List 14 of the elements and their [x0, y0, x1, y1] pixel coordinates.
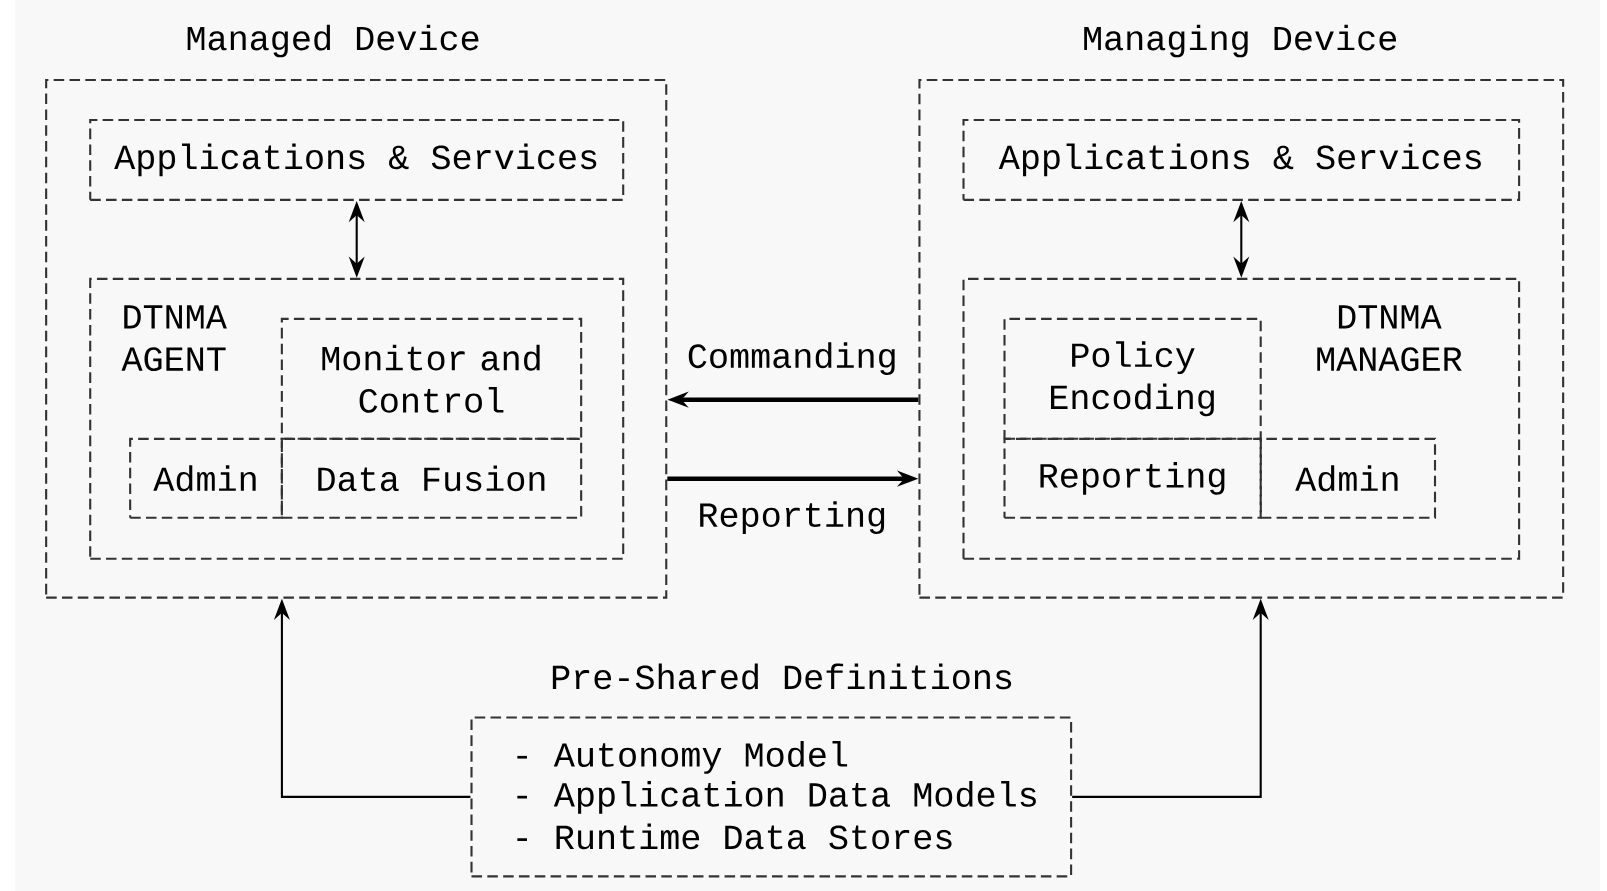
- edge-label: Commanding: [683, 338, 902, 379]
- module-box: Monitor and Control: [280, 317, 583, 440]
- module-box: Admin: [129, 437, 283, 519]
- node-label: Managed Device: [187, 24, 479, 58]
- node-label: Managing Device: [1084, 24, 1397, 58]
- module-box: Reporting: [1003, 437, 1262, 519]
- module-box: Data Fusion: [280, 437, 583, 519]
- node-label: Pre-Shared Definitions: [552, 663, 1012, 690]
- layer-box: Applications & Services: [962, 118, 1521, 201]
- module-box: Policy Encoding: [1003, 317, 1262, 440]
- module-box: Admin: [1259, 437, 1437, 519]
- edge-label: Reporting: [693, 497, 891, 538]
- layer-box: Applications & Services: [89, 118, 625, 201]
- definitions-box: Pre-Shared Definitions - Autonomy Model - Application Data Models - Runtime Data Stores: [470, 663, 1073, 878]
